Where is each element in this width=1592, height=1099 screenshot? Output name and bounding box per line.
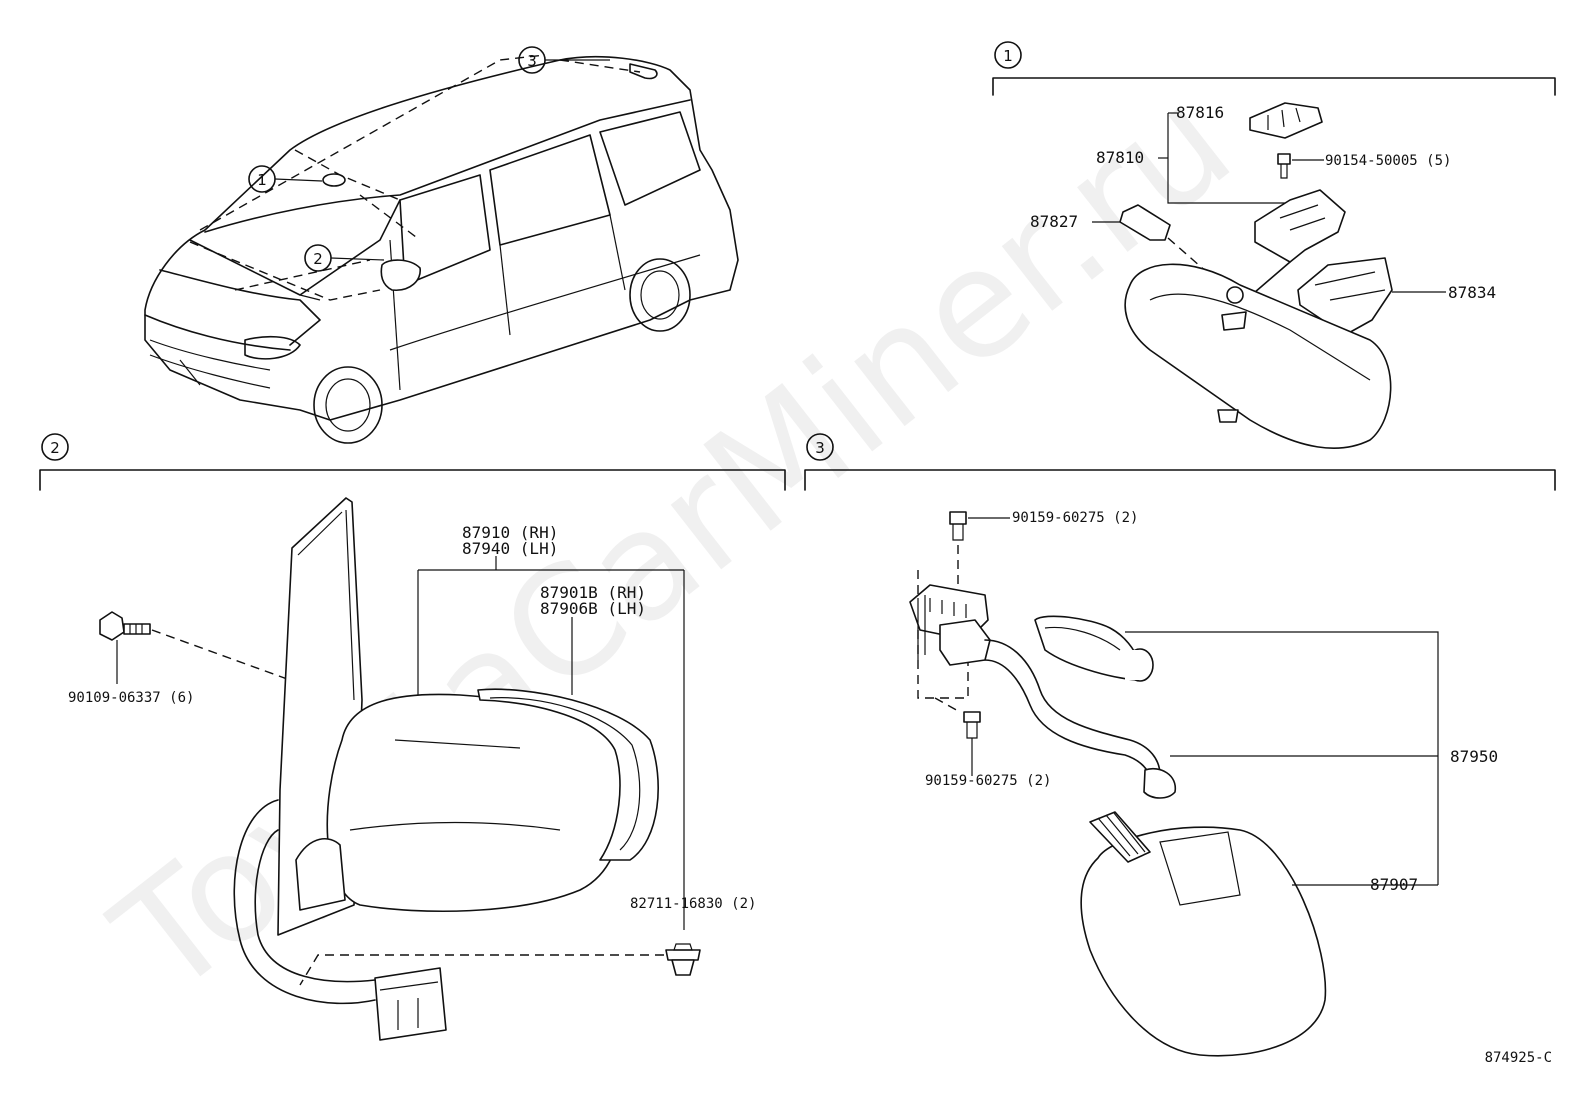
label-87940-lh: 87940 (LH) [462, 539, 558, 558]
label-87950: 87950 [1450, 747, 1498, 766]
label-87834: 87834 [1448, 283, 1496, 302]
svg-text:2: 2 [313, 250, 323, 268]
label-90159-60275-top: 90159-60275 (2) [1012, 510, 1138, 526]
label-87910-rh: 87910 (RH) [462, 523, 558, 542]
svg-text:3: 3 [527, 52, 537, 70]
label-87906b-lh: 87906B (LH) [540, 599, 646, 618]
section-3: 3 [804, 433, 1556, 1057]
label-90154-50005: 90154-50005 (5) [1325, 153, 1451, 169]
label-87901b-rh: 87901B (RH) [540, 583, 646, 602]
label-87827: 87827 [1030, 212, 1078, 231]
section-1-labels: 87816 87810 90154-50005 (5) 87827 87834 [1030, 103, 1496, 302]
callout-1: 1 [248, 165, 323, 193]
svg-text:3: 3 [815, 439, 825, 457]
callout-3: 3 [518, 46, 610, 74]
label-90159-60275-bottom: 90159-60275 (2) [925, 773, 1051, 789]
section-2-labels: 87910 (RH) 87940 (LH) 87901B (RH) 87906B… [68, 523, 756, 912]
label-87907: 87907 [1370, 875, 1418, 894]
figure-code: 874925-C [1485, 1050, 1552, 1066]
svg-text:1: 1 [257, 171, 267, 189]
section-1: 1 [992, 41, 1556, 449]
vehicle-overview [144, 54, 739, 444]
label-87816: 87816 [1176, 103, 1224, 122]
svg-text:2: 2 [50, 439, 60, 457]
label-90109-06337: 90109-06337 (6) [68, 690, 194, 706]
label-87810: 87810 [1096, 148, 1144, 167]
callout-2: 2 [304, 244, 385, 272]
section-3-labels: 90159-60275 (2) 90159-60275 (2) 87950 87… [925, 510, 1498, 894]
label-82711-16830: 82711-16830 (2) [630, 896, 756, 912]
svg-text:1: 1 [1003, 47, 1013, 65]
section-2: 2 [39, 433, 786, 1041]
